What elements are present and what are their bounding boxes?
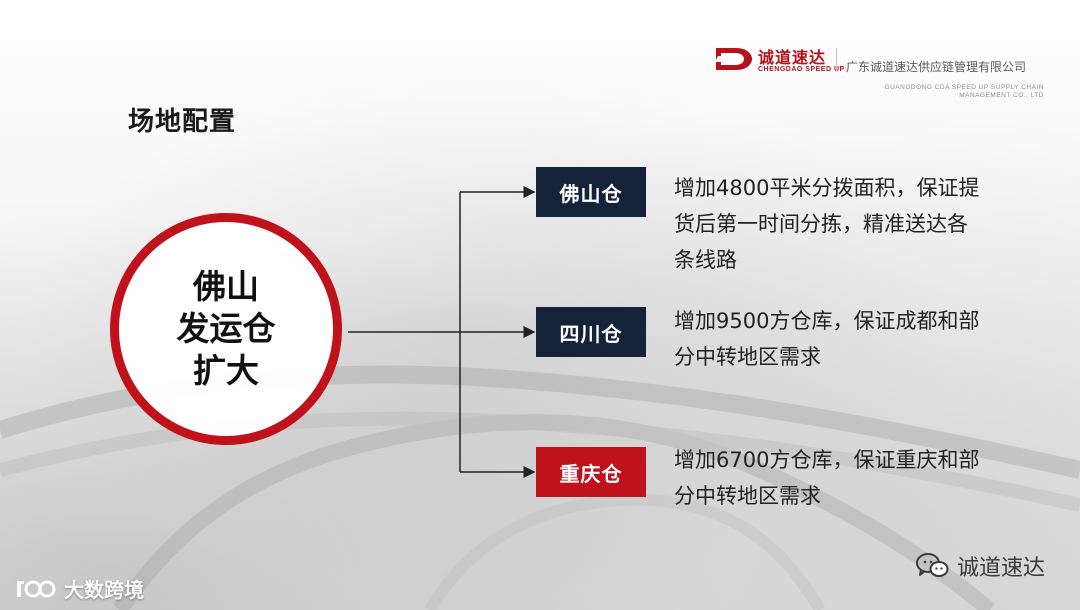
branch-node-chongqing: 重庆仓 <box>536 447 646 497</box>
brand-separator <box>836 48 837 72</box>
footer-watermark-right-text: 诚道速达 <box>957 550 1045 582</box>
branch-node-sichuan: 四川仓 <box>536 307 646 357</box>
branch-description-foshan: 增加4800平米分拨面积，保证提 货后第一时间分拣，精准送达各 条线路 <box>674 170 1019 278</box>
watermark-logo-icon <box>14 576 58 602</box>
chengdao-speed-up-logo-icon <box>714 42 754 76</box>
diagram-center-text: 佛山 发运仓 扩大 <box>177 266 276 392</box>
footer-watermark-left-text: 大数跨境 <box>64 574 144 603</box>
page-title: 场地配置 <box>128 101 236 138</box>
brand-name-en: CHENGDAO SPEED UP <box>758 66 845 73</box>
branch-node-foshan: 佛山仓 <box>536 167 646 217</box>
brand-header: 诚道速达 CHENGDAO SPEED UP 广东诚道速达供应链管理有限公司 G… <box>714 42 1044 112</box>
wechat-icon <box>915 552 949 580</box>
footer-watermark-left: 大数跨境 <box>14 574 144 603</box>
brand-company-cn: 广东诚道速达供应链管理有限公司 <box>846 58 1026 75</box>
brand-company-en: GUANGDONG CDA SPEED UP SUPPLY CHAIN MANA… <box>814 84 1044 100</box>
footer-watermark-right: 诚道速达 <box>915 550 1045 582</box>
branch-description-sichuan: 增加9500方仓库，保证成都和部 分中转地区需求 <box>674 303 1019 375</box>
brand-name-cn: 诚道速达 <box>758 44 826 68</box>
branch-description-chongqing: 增加6700方仓库，保证重庆和部 分中转地区需求 <box>674 442 1019 514</box>
brand-company-en-line2: MANAGEMENT CO., LTD <box>814 92 1044 100</box>
brand-company-en-line1: GUANGDONG CDA SPEED UP SUPPLY CHAIN <box>814 84 1044 92</box>
diagram-center-circle: 佛山 发运仓 扩大 <box>110 213 342 445</box>
